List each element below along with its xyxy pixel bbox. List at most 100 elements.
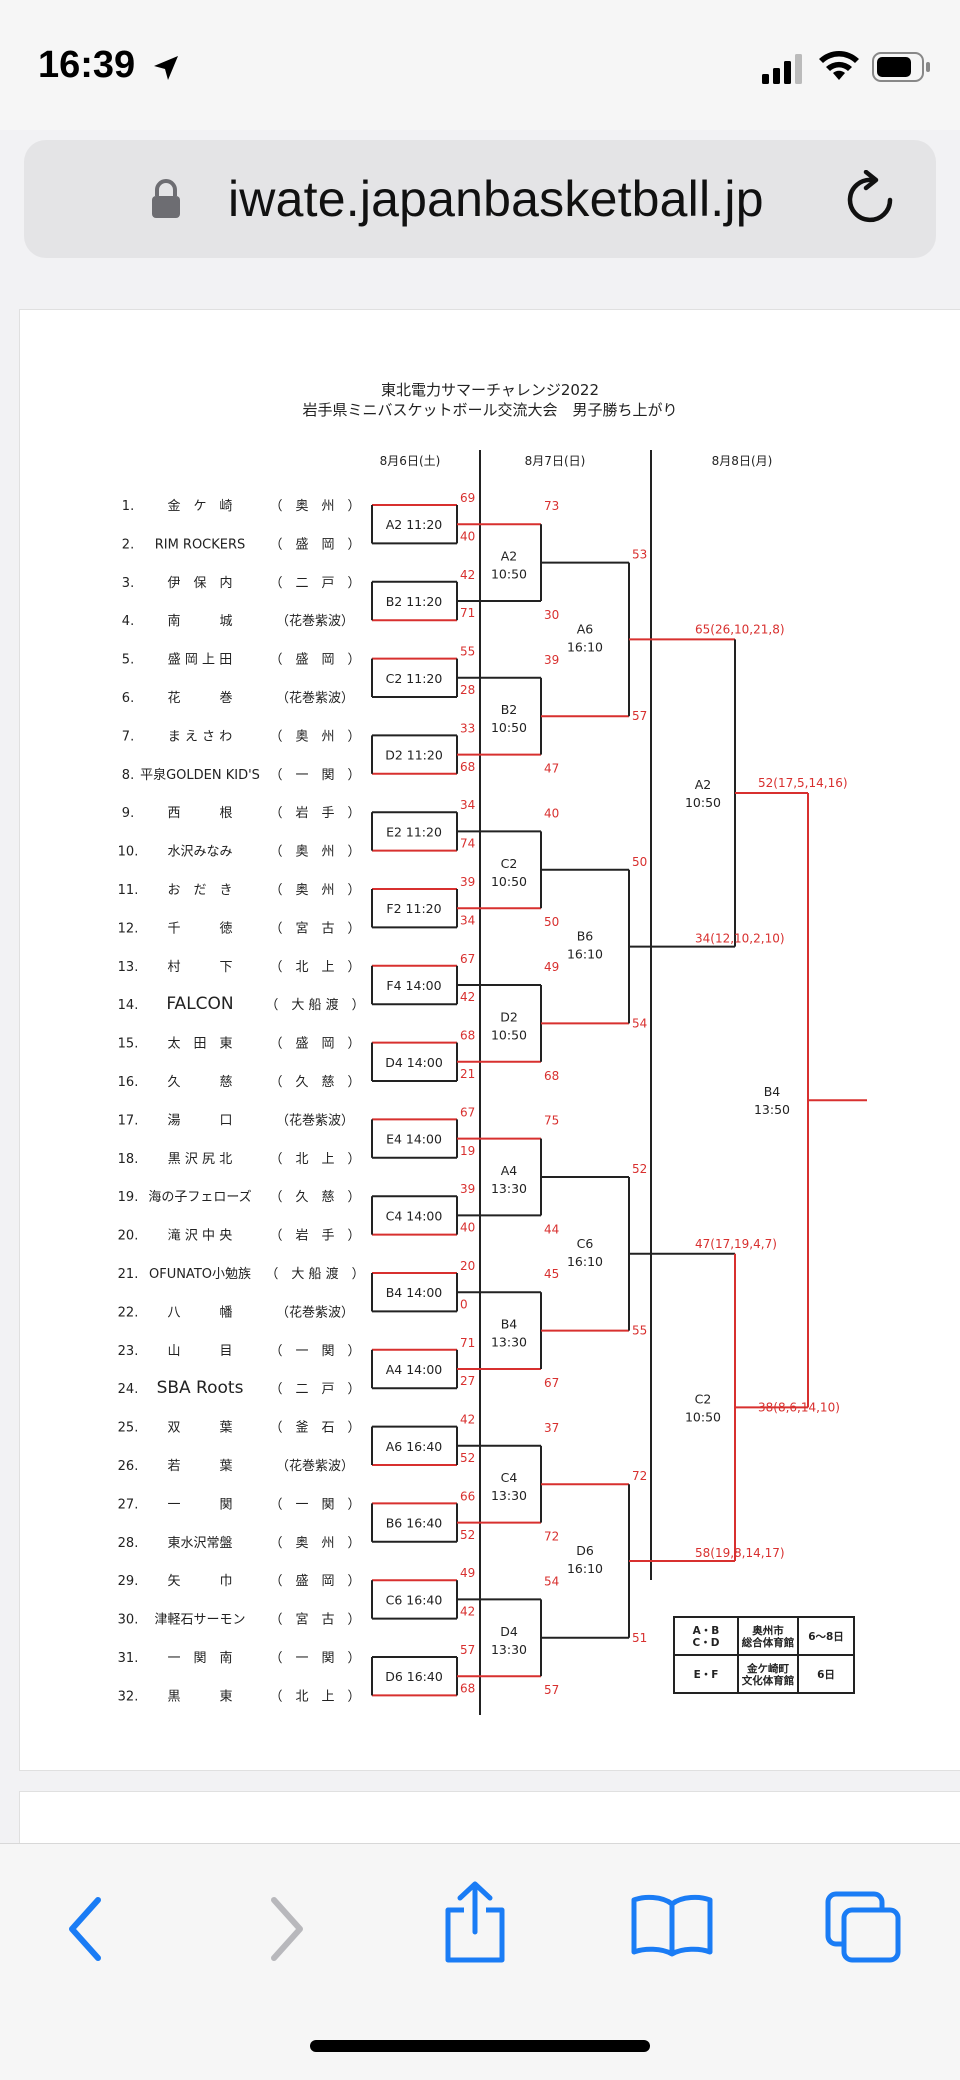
team-region: （ 一 関 ） [269,1344,360,1359]
team-number: 15. [118,1037,139,1052]
match-time: 10:50 [685,1409,721,1424]
match-time: 10:50 [491,1027,527,1042]
team-number: 7. [122,729,134,744]
match-time: 16:10 [567,1254,603,1269]
score: 37 [544,1421,559,1435]
day-header: 8月7日(日) [525,454,586,468]
team-number: 11. [118,883,139,898]
team-number: 6. [122,691,134,706]
match-time: 10:50 [491,567,527,582]
team-number: 23. [118,1344,139,1359]
doc-title: 東北電力サマーチャレンジ2022 [381,381,599,399]
match-label: D4 14:00 [385,1055,443,1070]
team-name: 村 下 [167,960,232,975]
match-label: A2 11:20 [386,517,443,532]
team-name: 久 慈 [167,1075,232,1090]
team-region: （ 盛 岡 ） [269,1574,360,1589]
team-region: （花巻紫波） [276,1112,354,1128]
team-number: 12. [118,921,139,936]
score: 42 [460,568,475,582]
match-time: 10:50 [491,720,527,735]
tabs-icon[interactable] [824,1890,904,1964]
score: 68 [460,1029,475,1043]
match-time: 13:30 [491,1488,527,1503]
team-number: 18. [118,1152,139,1167]
team-number: 24. [118,1382,139,1397]
score: 55 [632,1324,647,1338]
back-icon[interactable] [62,1894,110,1964]
match-time: 13:30 [491,1642,527,1657]
match-time: 13:30 [491,1181,527,1196]
team-name: 千 徳 [167,921,232,936]
match-label: A4 [501,1163,518,1178]
team-number: 17. [118,1113,139,1128]
score: 57 [544,1683,559,1697]
team-name: OFUNATO小勉族 [149,1266,251,1282]
team-region: （花巻紫波） [276,690,354,706]
team-region: （ 久 慈 ） [269,1190,360,1205]
score: 20 [460,1259,475,1273]
score: 49 [460,1566,475,1580]
address-bar[interactable]: iwate.japanbasketball.jp [24,140,936,258]
forward-icon[interactable] [262,1894,310,1964]
team-name: ま え さ わ [168,729,232,744]
location-arrow-icon [154,56,178,80]
score: 68 [460,1681,475,1695]
score: 68 [544,1069,559,1083]
match-label: D2 [500,1009,518,1024]
team-region: （花巻紫波） [276,1458,354,1474]
bookmarks-icon[interactable] [630,1892,714,1958]
score: 52(17,5,14,16) [758,776,848,790]
score: 75 [544,1114,559,1128]
score: 69 [460,491,475,505]
reload-icon[interactable] [842,170,898,228]
team-region: （ 岩 手 ） [269,806,360,821]
match-time: 16:10 [567,639,603,654]
team-number: 28. [118,1536,139,1551]
team-region: （花巻紫波） [276,613,354,629]
status-bar: 16:39 [0,0,960,130]
score: 54 [632,1016,647,1030]
score: 19 [460,1144,475,1158]
score: 67 [460,952,475,966]
team-name: RIM ROCKERS [155,537,246,552]
score: 55 [460,645,475,659]
match-label: A2 [501,549,518,564]
venue-cell: 6日 [817,1669,835,1681]
match-label: B4 14:00 [386,1285,443,1300]
match-label: C2 11:20 [386,671,443,686]
team-name: 八 幡 [167,1305,232,1320]
team-region: （ 盛 岡 ） [269,653,360,668]
score: 30 [544,608,559,622]
team-name: 花 巻 [167,690,232,706]
match-label: A6 [577,621,594,636]
match-time: 13:50 [754,1102,790,1117]
score: 40 [544,806,559,820]
match-time: 10:50 [685,795,721,810]
venue-cell: 奥州市総合体育館 [742,1624,795,1649]
team-name: お だ き [167,883,232,898]
score: 39 [460,875,475,889]
match-label: D6 [576,1543,594,1558]
score: 42 [460,1413,475,1427]
team-region: （ 奥 州 ） [269,883,360,898]
team-number: 31. [118,1651,139,1666]
score: 40 [460,1221,475,1235]
match-label: A4 14:00 [386,1362,443,1377]
team-region: （ 北 上 ） [269,1152,360,1167]
score: 42 [460,990,475,1004]
team-number: 20. [118,1229,139,1244]
match-label: B4 [501,1317,518,1332]
match-time: 13:30 [491,1335,527,1350]
url-text: iwate.japanbasketball.jp [228,171,764,227]
score: 38(8,6,14,10) [758,1400,840,1414]
team-region: （ 宮 古 ） [269,1612,360,1628]
team-region: （ 一 関 ） [269,768,360,783]
team-region: （ 北 上 ） [269,1689,360,1704]
score: 71 [460,606,475,620]
team-region: （ 盛 岡 ） [269,1037,360,1052]
share-icon[interactable] [440,1880,510,1964]
team-number: 9. [122,806,134,821]
score: 53 [632,548,647,562]
